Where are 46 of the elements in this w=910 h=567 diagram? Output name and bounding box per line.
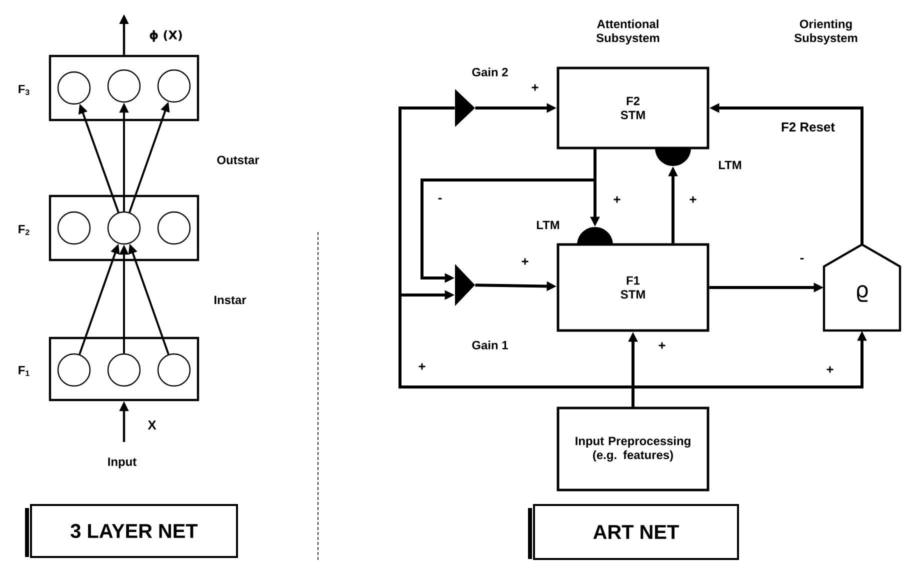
edge-label: +	[825, 365, 835, 375]
ltm-synapse: LTM	[655, 148, 742, 170]
title-box: 3 LAYER NET	[25, 504, 238, 558]
edge-label: -	[798, 256, 806, 264]
edge-label: +	[417, 362, 427, 372]
neuron-circle	[57, 71, 91, 105]
text-label: Instar	[214, 296, 246, 304]
edge-label: ϕ (X)	[148, 29, 184, 43]
text-label: Outstar	[217, 156, 260, 164]
neuron-circle	[57, 353, 91, 387]
edge-label: +	[520, 257, 530, 267]
gain-triangle: Gain 2	[455, 68, 508, 127]
edge-label: +	[688, 195, 698, 205]
layer-box: F$_{2}$	[18, 194, 200, 262]
node-label: F$_{1}$	[18, 366, 30, 376]
node-label: LTM	[536, 220, 560, 230]
edge-label: +	[657, 341, 667, 351]
layer-box: F$_{1}$	[18, 336, 200, 402]
orienting-pentagon: ϱ	[822, 243, 902, 332]
edge-label: +	[530, 83, 540, 93]
gain-triangle: Gain 1	[455, 264, 508, 350]
node-label: LTM	[718, 160, 742, 170]
edge-label: +	[612, 195, 622, 205]
node-label: Gain 1	[472, 340, 508, 350]
process-box: F1 STM	[556, 243, 710, 332]
neuron-circle	[157, 69, 191, 103]
title-box: ART NET	[528, 504, 739, 560]
neuron-circle	[107, 69, 141, 103]
edge-label: F2 Reset	[780, 121, 836, 133]
node-label: F$_{3}$	[18, 84, 30, 96]
edge-label: X	[146, 420, 158, 430]
neuron-circle	[157, 353, 191, 387]
ltm-synapse: LTM	[536, 220, 613, 245]
text-label: Orienting Subsystem	[794, 19, 858, 45]
process-box: Input Preprocessing (e.g. features)	[556, 406, 710, 492]
layer-box: F$_{3}$	[18, 54, 200, 122]
node-label: F$_{2}$	[18, 224, 30, 236]
text-label: Input	[108, 458, 136, 468]
node-label: Gain 2	[472, 68, 508, 76]
text-label: Attentional Subsystem	[596, 19, 660, 45]
edge-label: -	[436, 196, 444, 204]
neuron-circle	[57, 211, 91, 245]
neuron-circle	[107, 211, 141, 245]
process-box: F2 STM	[556, 66, 710, 150]
neuron-circle	[107, 353, 141, 387]
neuron-circle	[157, 211, 191, 245]
